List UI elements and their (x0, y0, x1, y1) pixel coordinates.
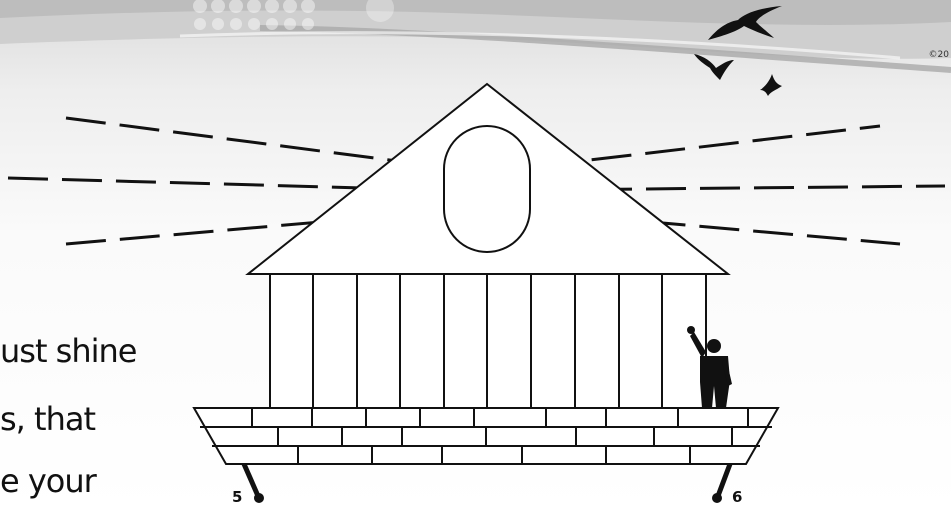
foundation (192, 407, 780, 465)
anchor-label-right: 6 (732, 488, 743, 506)
house (245, 82, 731, 409)
birds (694, 6, 782, 96)
roof-window (443, 125, 531, 253)
caption-line-2: s, that (0, 400, 96, 438)
bird-medium (694, 54, 734, 80)
waving-man (687, 326, 732, 408)
wall-planks (312, 274, 663, 408)
caption-line-1: ust shine (0, 332, 137, 370)
caption-line-3: e your (0, 462, 97, 500)
bird-large (708, 6, 782, 40)
anchor-label-left: 5 (232, 488, 243, 506)
anchor-legs (241, 462, 733, 503)
banner-dots (193, 0, 394, 30)
bird-small (760, 74, 782, 96)
header-banner (0, 0, 951, 73)
copyright-mark: ©20 (928, 50, 949, 60)
